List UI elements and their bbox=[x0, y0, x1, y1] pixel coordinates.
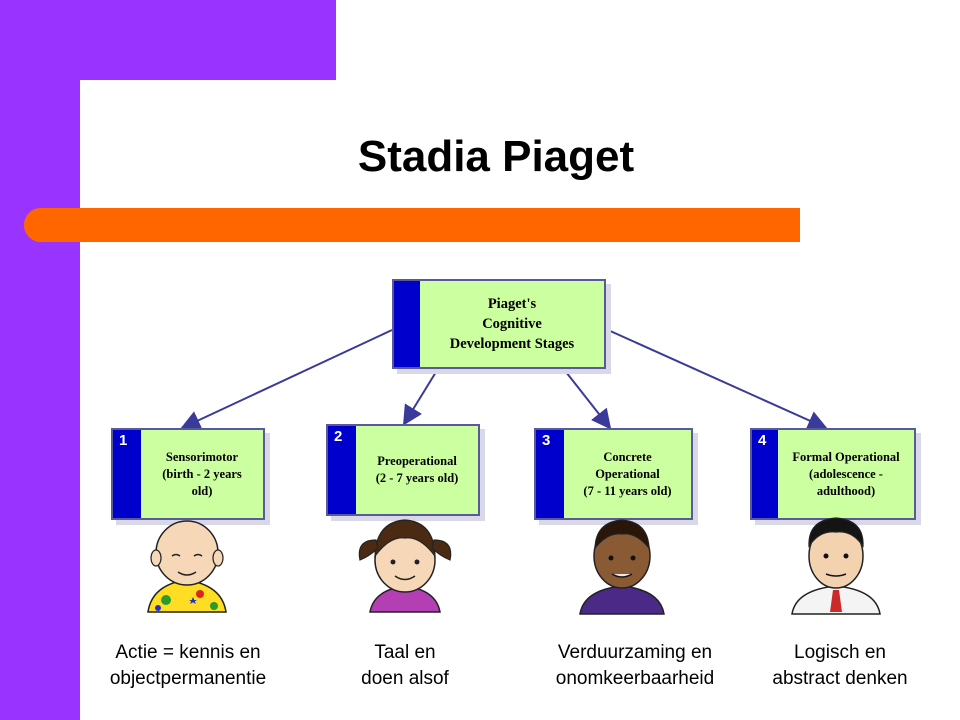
stage-1-strip bbox=[113, 430, 141, 518]
stage-3-number: 3 bbox=[542, 432, 551, 449]
slide-title: Stadia Piaget bbox=[357, 132, 635, 181]
root-box-label: Piaget's Cognitive Development Stages bbox=[449, 296, 575, 352]
baby-face-icon bbox=[147, 520, 227, 613]
stage-2-label: Preoperational (2 - 7 years old) bbox=[375, 454, 459, 485]
stage-1-caption: Actie = kennis en objectpermanentie bbox=[109, 642, 267, 689]
root-box-strip bbox=[394, 281, 420, 367]
stage-4-label: Formal Operational (adolescence - adulth… bbox=[792, 449, 900, 498]
background-purple-sidebar bbox=[0, 0, 80, 720]
boy-face-icon bbox=[579, 519, 665, 615]
arrow-to-stage-1 bbox=[180, 329, 393, 430]
root-box: Piaget's Cognitive Development Stages bbox=[392, 279, 606, 369]
title-underline-bar bbox=[24, 208, 800, 242]
arrow-to-stage-2 bbox=[402, 371, 437, 426]
background-purple-top bbox=[0, 0, 336, 80]
stage-1-label: Sensorimotor (birth - 2 years old) bbox=[162, 449, 242, 498]
stage-4-caption: Logisch en abstract denken bbox=[772, 642, 908, 689]
girl-face-icon bbox=[358, 519, 452, 613]
stage-2-number: 2 bbox=[334, 428, 343, 445]
man-face-icon bbox=[791, 517, 881, 615]
stage-box-1: 1 Sensorimotor (birth - 2 years old) bbox=[111, 428, 265, 520]
stage-2-caption: Taal en doen alsof bbox=[361, 642, 449, 689]
stage-box-3: 3 Concrete Operational (7 - 11 years old… bbox=[534, 428, 693, 520]
stage-4-number: 4 bbox=[758, 432, 767, 449]
stage-2-strip bbox=[328, 426, 356, 514]
arrow-to-stage-4 bbox=[607, 329, 828, 430]
stage-3-label: Concrete Operational (7 - 11 years old) bbox=[583, 449, 672, 498]
stage-1-number: 1 bbox=[119, 432, 128, 449]
stage-4-strip bbox=[752, 430, 778, 518]
stage-box-2: 2 Preoperational (2 - 7 years old) bbox=[326, 424, 480, 516]
title-underline-cap bbox=[24, 208, 74, 242]
arrow-to-stage-3 bbox=[565, 371, 612, 430]
stage-3-strip bbox=[536, 430, 564, 518]
stage-box-4: 4 Formal Operational (adolescence - adul… bbox=[750, 428, 916, 520]
stage-3-caption: Verduurzaming en onomkeerbaarheid bbox=[555, 642, 715, 689]
